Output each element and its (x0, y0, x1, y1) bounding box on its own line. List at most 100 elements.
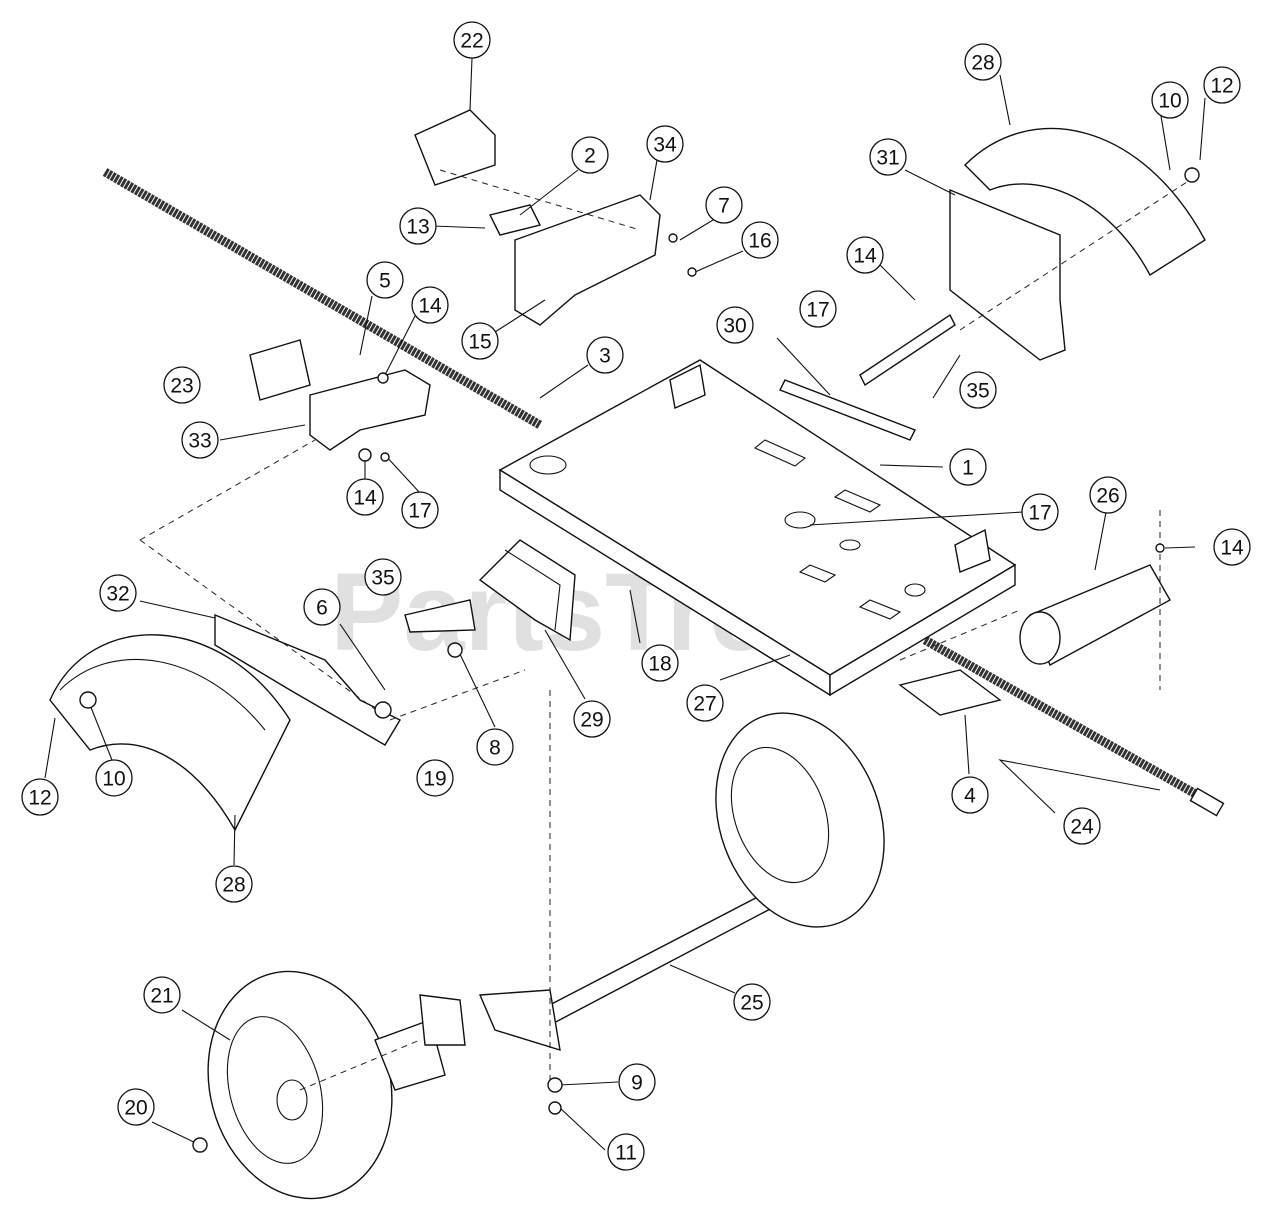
callout-circle (799, 290, 837, 328)
callout-number: 28 (971, 52, 994, 75)
callout-22: 22 (453, 21, 491, 59)
rear-right-wheel (715, 712, 885, 928)
callout-4: 4 (951, 776, 989, 814)
callout-number: 29 (580, 709, 603, 732)
callout-35: 35 (959, 371, 997, 409)
callout-number: 1 (962, 457, 974, 480)
callout-number: 18 (648, 653, 671, 676)
callout-number: 34 (653, 134, 677, 157)
callout-circle (366, 261, 404, 299)
callout-circle (416, 759, 454, 797)
callout-number: 35 (966, 380, 989, 403)
left-brackets (249, 339, 431, 451)
callout-circle (607, 1133, 645, 1171)
callout-number: 4 (964, 785, 976, 808)
left-fender (49, 613, 401, 832)
callout-17: 17 (401, 491, 439, 529)
callout-number: 31 (876, 147, 899, 170)
callout-circle (618, 1063, 656, 1101)
right-fender (949, 127, 1206, 361)
callout-circle (1063, 807, 1101, 845)
callout-circle (1213, 528, 1251, 566)
callout-number: 23 (170, 375, 193, 398)
callout-10: 10 (95, 759, 133, 797)
callout-14: 14 (846, 236, 884, 274)
callout-circle (1089, 476, 1127, 514)
callout-number: 13 (406, 216, 429, 239)
callout-circle (453, 21, 491, 59)
callout-number: 17 (408, 500, 431, 523)
callout-27: 27 (686, 684, 724, 722)
callout-number: 2 (584, 145, 596, 168)
callout-circle (181, 421, 219, 459)
callout-circle (951, 776, 989, 814)
callout-28: 28 (215, 865, 253, 903)
callout-number: 6 (316, 597, 328, 620)
callout-circle (641, 644, 679, 682)
callout-1: 1 (949, 448, 987, 486)
callout-35: 35 (364, 558, 402, 596)
callout-circle (869, 138, 907, 176)
strap-24 (102, 168, 1225, 817)
callout-number: 32 (106, 583, 129, 606)
callout-15: 15 (461, 322, 499, 360)
callout-circle (143, 976, 181, 1014)
callout-number: 24 (1070, 816, 1094, 839)
callout-number: 21 (150, 985, 173, 1008)
frame-plate (498, 359, 1017, 697)
callout-34: 34 (646, 125, 684, 163)
callout-5: 5 (366, 261, 404, 299)
callout-25: 25 (733, 983, 771, 1021)
callout-16: 16 (741, 221, 779, 259)
callout-circle (1203, 66, 1241, 104)
actuator-motor (1019, 564, 1171, 666)
callout-circle (949, 448, 987, 486)
callout-circle (399, 207, 437, 245)
callout-circle (163, 366, 201, 404)
callout-number: 14 (353, 487, 377, 510)
callout-circle (646, 125, 684, 163)
leader-lines (44, 57, 1206, 1151)
callout-number: 19 (423, 768, 446, 791)
callout-number: 9 (631, 1072, 643, 1095)
callout-number: 16 (748, 230, 771, 253)
callout-number: 14 (853, 245, 877, 268)
callout-29: 29 (573, 700, 611, 738)
callout-circle (1021, 493, 1059, 531)
callout-number: 11 (615, 1142, 637, 1165)
callout-number: 12 (1210, 75, 1233, 98)
assembly-lines (139, 169, 1191, 1091)
callout-number: 15 (468, 331, 491, 354)
callout-24: 24 (1063, 807, 1101, 845)
callout-number: 33 (188, 430, 211, 453)
callout-number: 14 (418, 295, 442, 318)
callout-number: 26 (1096, 485, 1119, 508)
callout-circle (303, 588, 341, 626)
callout-14: 14 (1213, 528, 1251, 566)
callout-circle (346, 478, 384, 516)
callout-number: 35 (371, 567, 394, 590)
callout-31: 31 (869, 138, 907, 176)
callout-circle (476, 728, 514, 766)
callout-number: 22 (460, 30, 483, 53)
callout-10: 10 (1151, 81, 1189, 119)
callout-number: 30 (723, 315, 746, 338)
callout-number: 17 (1028, 502, 1051, 525)
callout-circle (461, 322, 499, 360)
callout-number: 8 (489, 737, 501, 760)
callout-number: 25 (740, 992, 763, 1015)
callout-circle (716, 306, 754, 344)
callout-circle (99, 574, 137, 612)
callout-11: 11 (607, 1133, 645, 1171)
callout-circle (571, 136, 609, 174)
callout-circle (1151, 81, 1189, 119)
callout-23: 23 (163, 366, 201, 404)
callout-14: 14 (346, 478, 384, 516)
callout-30: 30 (716, 306, 754, 344)
callout-number: 10 (102, 768, 125, 791)
callout-2: 2 (571, 136, 609, 174)
hardware (79, 167, 1200, 1153)
callout-circle (964, 43, 1002, 81)
